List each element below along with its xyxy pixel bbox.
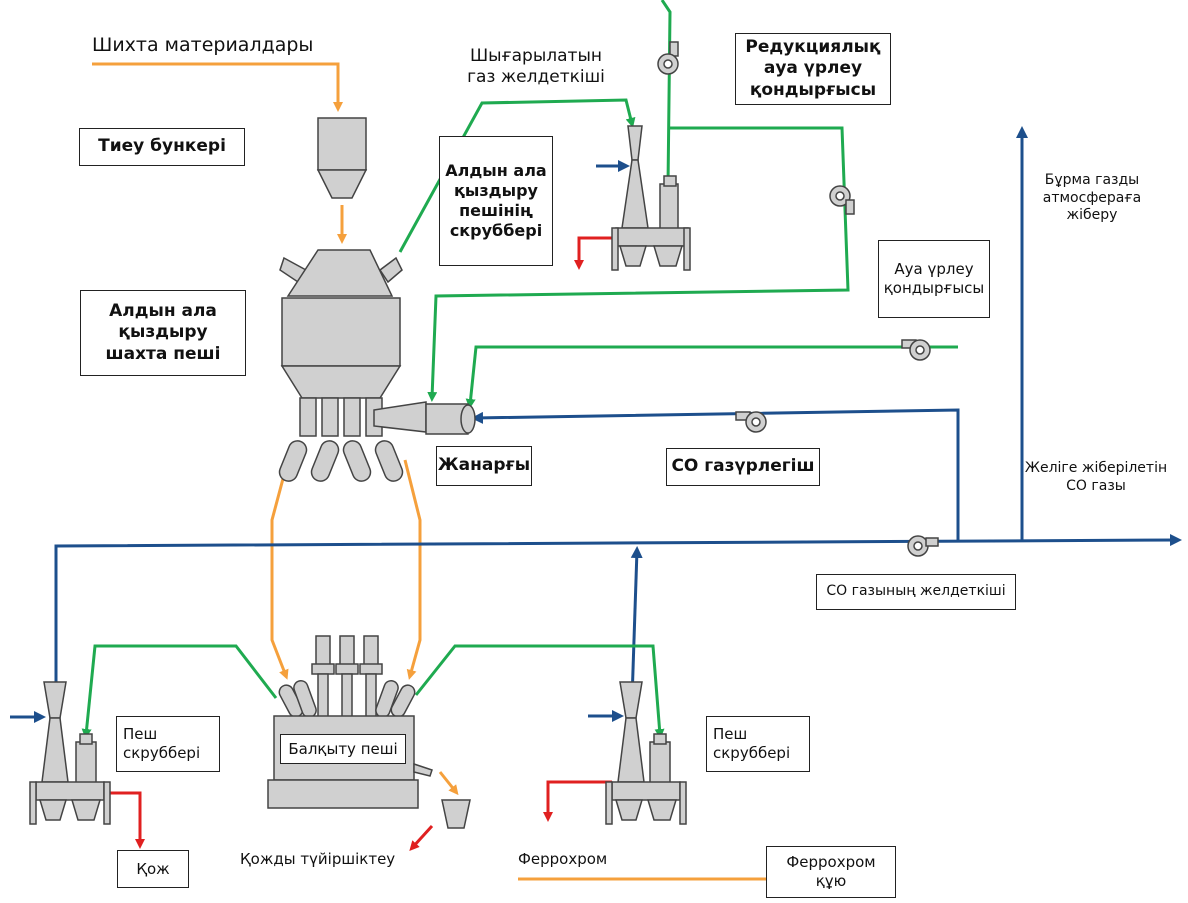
ferrochrome-casting-label: Феррохром құю <box>766 846 896 898</box>
preheat-shaft-furnace-text: Алдын ала қыздыру шахта пеші <box>105 301 221 364</box>
air-blower-text: Ауа үрлеу қондырғысы <box>883 260 985 297</box>
slag-granulation-label: Қожды түйіршіктеу <box>240 850 396 868</box>
left-furnace-scrubber-text: Пеш скрубберi <box>123 725 201 762</box>
shaft-to-smelter-left-line <box>270 459 290 680</box>
charge-materials-label: Шихта материалдары <box>92 34 314 56</box>
ferrochrome-casting-text: Феррохром құю <box>786 853 876 890</box>
loading-bunker-icon <box>316 117 368 199</box>
co-gas-fan-icon <box>907 535 939 557</box>
loading-bunker-label: Тиеу бункері <box>79 128 245 166</box>
left-furnace-scrubber-label: Пеш скрубберi <box>116 716 220 772</box>
exhaust-fan-stack-line <box>660 0 672 187</box>
right-scrubber-gas-line <box>414 644 665 739</box>
air-blower-to-burner-line <box>465 345 958 409</box>
discharge-lines <box>106 236 612 851</box>
reduction-blower-label: Редукциялық ауа үрлеу қондырғысы <box>735 33 891 105</box>
air-blower-fan-icon <box>901 339 931 361</box>
exhaust-gas-fan-icon <box>657 41 679 75</box>
top-scrubber-discharge <box>574 236 612 270</box>
co-blower-fan-icon <box>735 411 767 433</box>
slag-label: Қож <box>117 850 189 888</box>
co-to-burner-line <box>471 408 960 540</box>
co-main-header <box>54 534 1182 698</box>
right-furnace-scrubber-icon <box>605 681 687 825</box>
right-furnace-scrubber-label: Пеш скрубберi <box>706 716 810 772</box>
preheat-shaft-furnace-icon <box>278 249 476 482</box>
left-scrubber-discharge <box>106 791 145 849</box>
right-furnace-scrubber-text: Пеш скрубберi <box>713 725 791 762</box>
co-blower-label: CO газүрлегіш <box>666 448 820 486</box>
granulation-discharge <box>409 824 434 851</box>
co-gas-lines <box>10 126 1182 723</box>
right-scrubber-co-line <box>630 546 643 701</box>
material-flow-lines <box>92 62 766 881</box>
exhaust-gas-fan-label: Шығарылатын газ желдеткіші <box>467 46 605 88</box>
co-gas-fan-label: CO газының желдеткіші <box>816 574 1016 610</box>
preheat-scrubber-icon <box>611 125 691 271</box>
charge-feed-line <box>92 62 343 112</box>
preheat-shaft-furnace-label: Алдын ала қыздыру шахта пеші <box>80 290 246 376</box>
shaft-to-smelter-right-line <box>403 459 422 680</box>
left-scrubber-gas-line <box>81 644 278 739</box>
slag-pot-icon <box>441 799 471 829</box>
reduction-air-fan-icon <box>829 185 855 215</box>
preheat-scrubber-text: Алдын ала қыздыру пешінің скрубберi <box>445 161 547 240</box>
ferrochrome-label: Феррохром <box>518 850 608 868</box>
smelting-furnace-label: Балқыту пеші <box>280 734 406 764</box>
burner-label: Жанарғы <box>436 446 532 486</box>
left-furnace-scrubber-icon <box>29 681 111 825</box>
right-scrubber-discharge <box>543 780 612 822</box>
reduction-blower-text: Редукциялық ауа үрлеу қондырғысы <box>745 37 881 100</box>
reduction-air-header <box>427 126 850 402</box>
flare-to-atmosphere-label: Бұрма газды атмосфераға жіберу <box>1042 172 1142 223</box>
smelting-furnace-icon <box>267 635 433 809</box>
preheat-scrubber-label: Алдын ала қыздыру пешінің скрубберi <box>439 136 553 266</box>
co-to-network-label: Желіге жіберілетін CO газы <box>1024 460 1168 494</box>
slag-to-granulation-line <box>438 771 459 796</box>
air-blower-label: Ауа үрлеу қондырғысы <box>878 240 990 318</box>
